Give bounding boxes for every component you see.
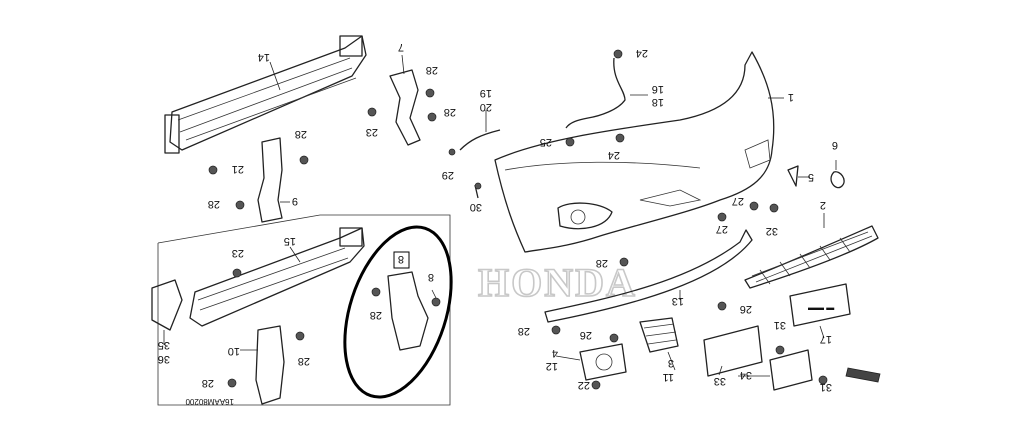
license-plate — [789, 283, 851, 327]
callout-23: 23 — [232, 247, 244, 259]
callout-21: 21 — [232, 163, 244, 175]
callout-29: 29 — [442, 169, 454, 181]
callout-26: 26 — [740, 303, 752, 315]
group-frame — [157, 214, 451, 406]
fr-arrow — [845, 367, 881, 383]
callout-4: 4 — [552, 347, 558, 359]
callout-7: 7 — [398, 41, 404, 53]
bracket-9 — [257, 137, 283, 223]
wire-harness — [565, 57, 626, 129]
callout-28: 28 — [596, 257, 608, 269]
highlight-ellipse — [343, 225, 453, 399]
lower-grille — [744, 225, 879, 289]
callout-8: 8 — [428, 271, 434, 283]
callout-20: 20 — [480, 101, 492, 113]
callout-19: 19 — [480, 87, 492, 99]
callout-17: 17 — [820, 333, 832, 345]
callout-27: 27 — [732, 195, 744, 207]
callout-28: 28 — [370, 309, 382, 321]
callout-26: 26 — [580, 329, 592, 341]
callout-14: 14 — [258, 51, 270, 63]
callout-28: 28 — [202, 377, 214, 389]
callout-36: 36 — [158, 353, 170, 365]
bracket-7 — [389, 69, 421, 146]
clip-5 — [787, 165, 799, 187]
callout-28: 28 — [518, 325, 530, 337]
callout-31: 31 — [774, 319, 786, 331]
callout-28: 28 — [295, 128, 307, 140]
callout-27: 27 — [716, 223, 728, 235]
callout-13: 13 — [672, 295, 684, 307]
fog-garnish — [579, 343, 627, 381]
plate-bracket — [769, 349, 813, 391]
callout-18: 18 — [652, 96, 664, 108]
bumper-beam-upper — [164, 35, 367, 154]
bumper-beam-lower — [189, 227, 365, 327]
leader-lines — [163, 54, 837, 377]
callout-1: 1 — [788, 91, 794, 103]
fasteners — [208, 49, 828, 390]
callout-34: 34 — [740, 369, 752, 381]
callout-24: 24 — [636, 47, 648, 59]
callout-15: 15 — [284, 235, 296, 247]
callout-8: 8 — [398, 253, 404, 265]
svg-text:▬▬ ▬: ▬▬ ▬ — [808, 303, 834, 312]
callout-28: 28 — [298, 355, 310, 367]
bracket-8 — [387, 271, 429, 351]
callout-11: 11 — [663, 371, 674, 383]
callout-5: 5 — [808, 171, 814, 183]
callout-12: 12 — [546, 360, 558, 372]
callout-24: 24 — [608, 149, 620, 161]
bumper-cover — [494, 51, 775, 253]
honda-watermark: HONDA — [478, 260, 637, 305]
callout-9: 9 — [292, 195, 298, 207]
grille-insert-3 — [639, 317, 679, 353]
callout-31: 31 — [820, 381, 832, 393]
callout-3: 3 — [668, 357, 674, 369]
callout-28: 28 — [426, 64, 438, 76]
callout-22: 22 — [578, 379, 590, 391]
plate-base — [703, 325, 763, 377]
callout-2: 2 — [820, 199, 826, 211]
callout-labels: 14 7 28 23 28 28 21 28 9 19 20 29 30 24 … — [158, 41, 838, 393]
callout-28: 28 — [444, 106, 456, 118]
callout-10: 10 — [228, 345, 240, 357]
clip-6 — [830, 171, 845, 189]
callout-25: 25 — [540, 136, 552, 148]
bracket-10 — [255, 325, 285, 405]
callout-32: 32 — [766, 225, 778, 237]
callout-33: 33 — [714, 375, 726, 387]
callout-6: 6 — [832, 139, 838, 151]
callout-23: 23 — [366, 126, 378, 138]
drawing-code: 16AAM80200 — [185, 397, 234, 406]
highlight-box-8 — [393, 251, 410, 269]
lower-strip — [544, 229, 753, 323]
callout-28: 28 — [208, 198, 220, 210]
callout-16: 16 — [652, 83, 664, 95]
bracket-35 — [151, 279, 183, 331]
callout-35: 35 — [158, 339, 170, 351]
callout-30: 30 — [470, 201, 482, 213]
